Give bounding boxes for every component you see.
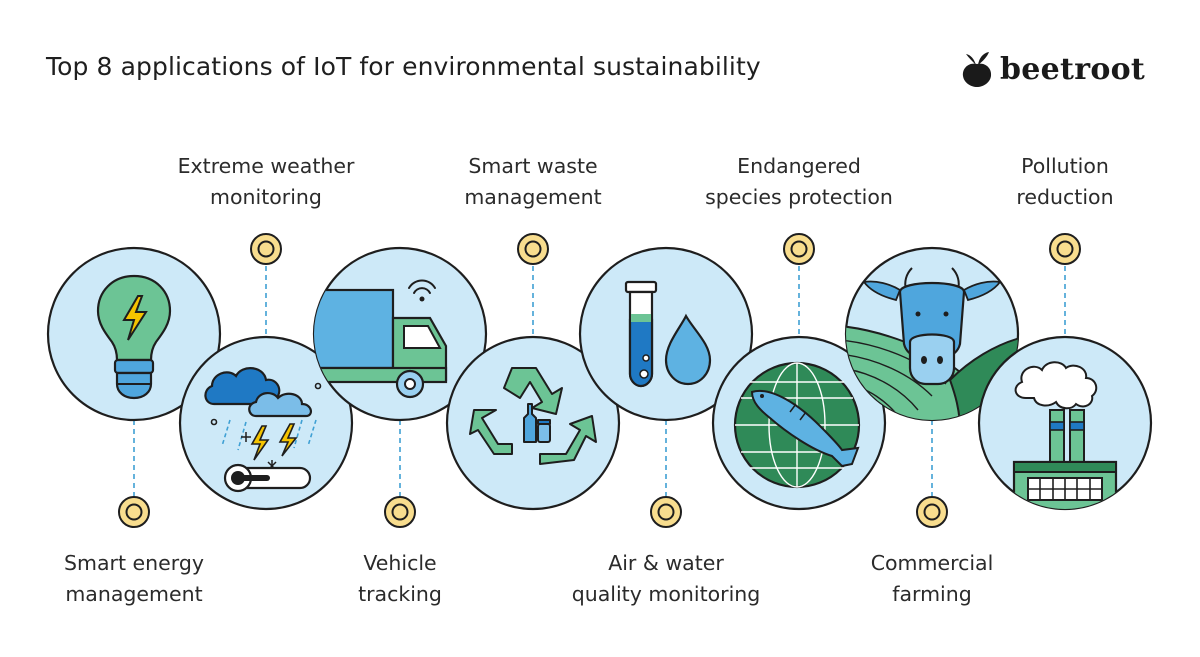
label-line: management [65, 582, 203, 606]
beetroot-icon [962, 52, 992, 87]
fish-globe-icon [733, 361, 861, 489]
marker-6 [783, 233, 815, 265]
label-line: species protection [705, 185, 893, 209]
label-line: Endangered [737, 154, 861, 178]
app-circle-pollution-reduction [977, 335, 1153, 511]
label-line: Smart waste [468, 154, 598, 178]
marker-7 [916, 496, 948, 528]
marker-1 [118, 496, 150, 528]
label-line: Extreme weather [177, 154, 355, 178]
storm-cloud-thermometer-icon [204, 367, 322, 493]
label-extreme-weather-monitoring: Extreme weather monitoring [156, 151, 376, 213]
label-line: management [464, 185, 602, 209]
recycle-bottles-icon [469, 367, 597, 465]
app-circle-extreme-weather [178, 335, 354, 511]
label-vehicle-tracking: Vehicle tracking [300, 548, 500, 610]
label-commercial-farming: Commercial farming [832, 548, 1032, 610]
label-smart-waste-management: Smart waste management [433, 151, 633, 213]
marker-4 [517, 233, 549, 265]
label-air-water-quality-monitoring: Air & water quality monitoring [546, 548, 786, 610]
page-title: Top 8 applications of IoT for environmen… [46, 52, 761, 81]
app-circle-smart-energy [46, 246, 222, 422]
light-bulb-icon [96, 274, 172, 400]
marker-5 [650, 496, 682, 528]
label-line: monitoring [210, 185, 322, 209]
marker-3 [384, 496, 416, 528]
brand-name: beetroot [1000, 51, 1146, 87]
label-smart-energy-management: Smart energy management [34, 548, 234, 610]
markers [118, 233, 1081, 528]
brand-logo: beetroot [960, 50, 1145, 88]
app-circle-smart-waste [445, 335, 621, 511]
delivery-truck-icon [314, 279, 448, 399]
label-line: farming [892, 582, 972, 606]
label-line: Smart energy [64, 551, 204, 575]
factory-smoke-icon [1012, 361, 1118, 509]
label-line: quality monitoring [571, 582, 761, 606]
connectors [133, 266, 1066, 496]
marker-2 [250, 233, 282, 265]
label-line: tracking [358, 582, 442, 606]
label-endangered-species-protection: Endangered species protection [679, 151, 919, 213]
marker-8 [1049, 233, 1081, 265]
app-circle-vehicle-tracking [312, 246, 488, 422]
label-line: Pollution [1021, 154, 1109, 178]
label-pollution-reduction: Pollution reduction [975, 151, 1155, 213]
app-circle-endangered-species [711, 335, 887, 511]
label-line: Vehicle [363, 551, 437, 575]
label-line: reduction [1016, 185, 1114, 209]
test-tube-water-drop-icon [624, 280, 712, 388]
app-circle-air-water [578, 246, 754, 422]
label-line: Commercial [870, 551, 994, 575]
label-line: Air & water [608, 551, 724, 575]
